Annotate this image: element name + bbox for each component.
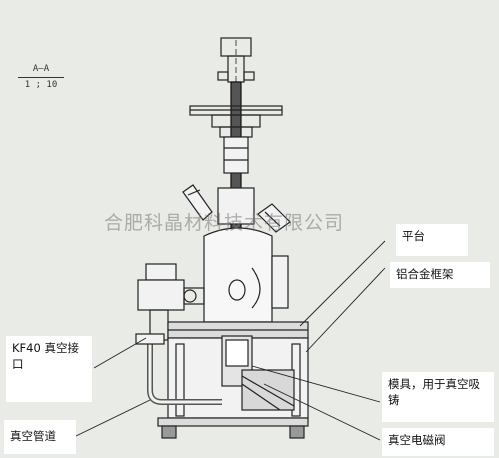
- callout-aluminum-frame: 铝合金框架: [390, 262, 490, 288]
- section-scale: 1 ; 10: [24, 80, 58, 90]
- right-port: [257, 203, 291, 233]
- callout-vacuum-pipe: 真空管道: [4, 420, 76, 454]
- leader-lines: [75, 240, 386, 441]
- watermark: 合肥科晶材料技术有限公司: [104, 212, 345, 234]
- left-port: [182, 184, 213, 221]
- base: [157, 417, 309, 439]
- section-divider: [18, 77, 64, 78]
- callout-vacuum-valve: 真空电磁阀: [382, 428, 494, 456]
- callout-kf40-interface: KF40 真空接口: [6, 336, 92, 402]
- furnace-chamber: [203, 187, 289, 323]
- handwheel: [189, 105, 283, 174]
- frame-mold: [167, 335, 309, 419]
- section-name: A–A: [32, 64, 50, 74]
- callout-mold: 模具，用于真空吸铸: [382, 372, 494, 422]
- callout-platform: 平台: [396, 224, 468, 256]
- vacuum-pipe: [135, 333, 222, 405]
- section-label: A–A 1 ; 10: [18, 64, 64, 90]
- kf40-valve: [137, 263, 205, 341]
- platform: [167, 321, 309, 339]
